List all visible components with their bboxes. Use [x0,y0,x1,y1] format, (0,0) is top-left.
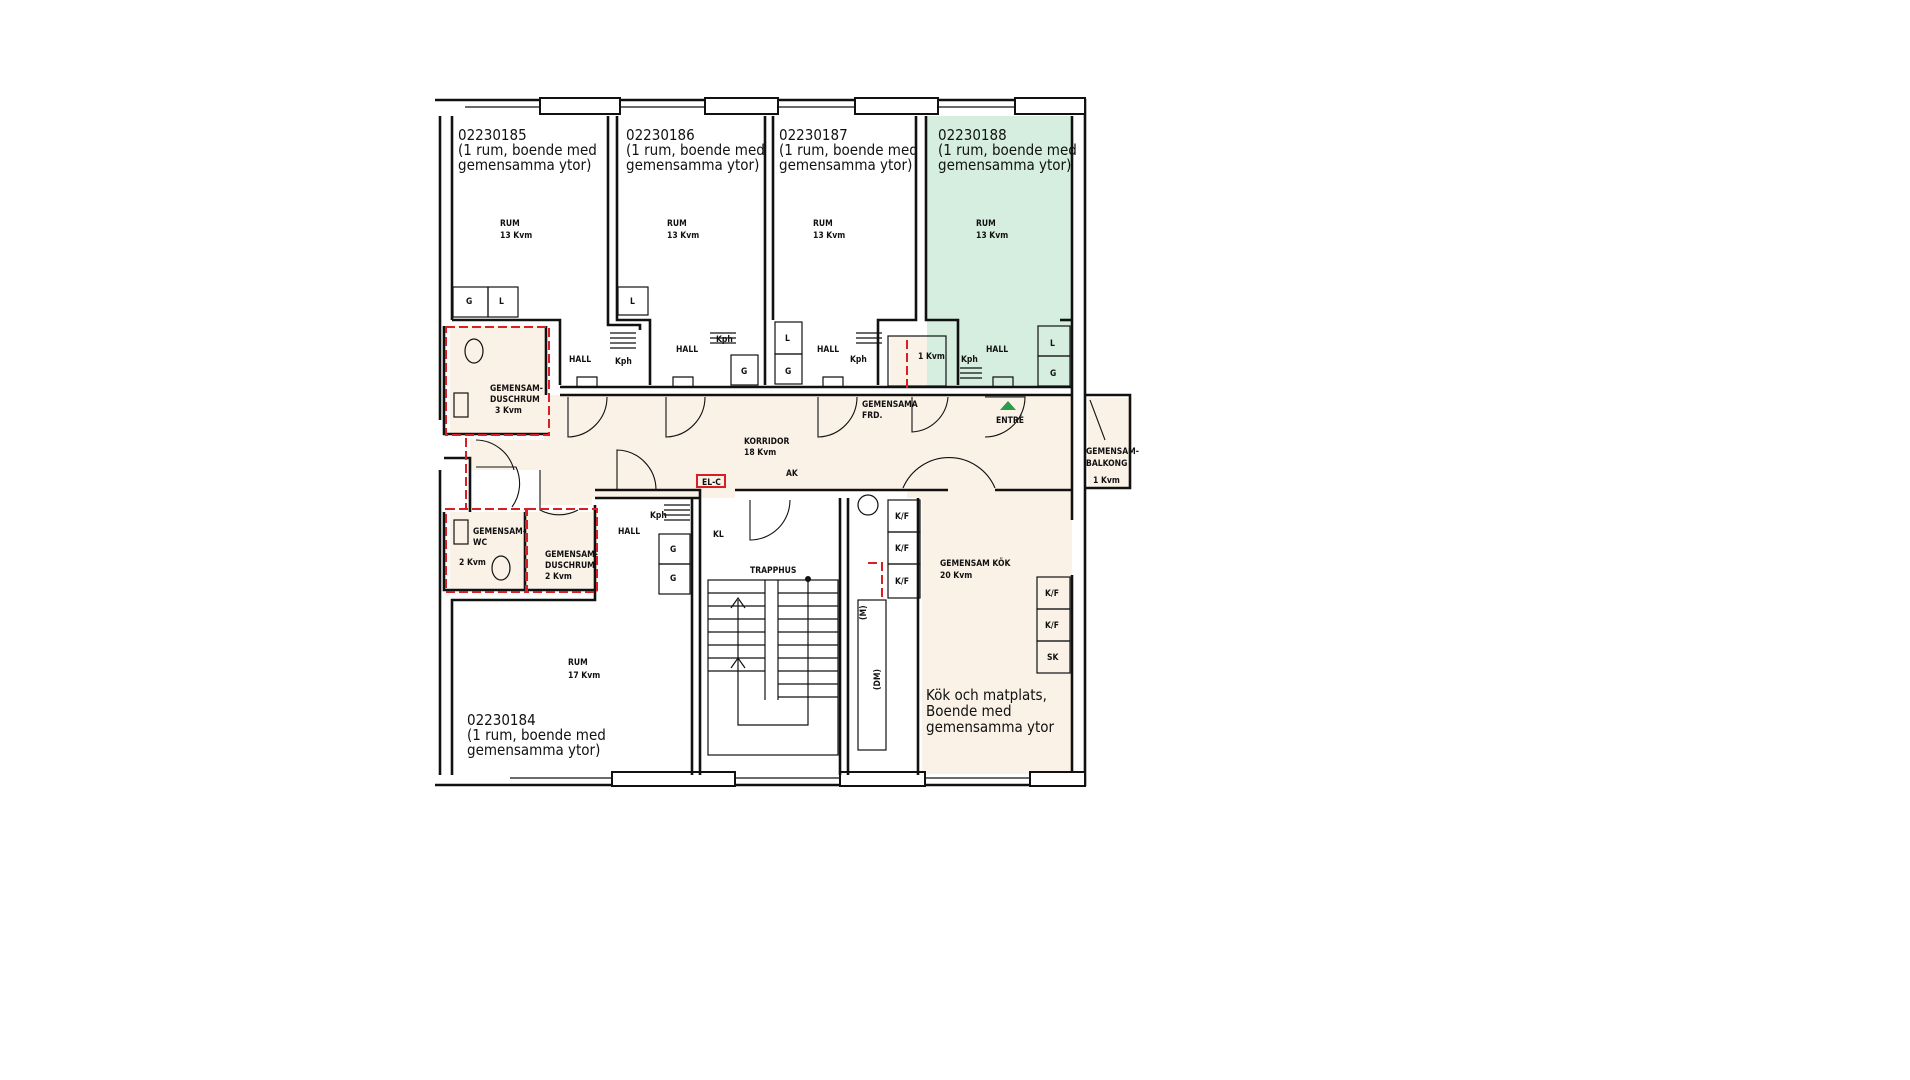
l-label-a: L [499,297,504,307]
room-area-c: 13 Kvm [813,231,845,241]
unit-desc1-187: (1 rum, boende med [779,141,918,159]
unit-desc1-184: (1 rum, boende med [467,726,606,744]
wet-room-outlines [445,326,908,598]
wc-l2: WC [473,538,487,548]
balkong-l1: GEMENSAM- [1086,447,1139,457]
wc-area: 2 Kvm [459,558,486,568]
g-label-e1: G [670,545,676,555]
room-labels: RUM 13 Kvm RUM 13 Kvm RUM 13 Kvm RUM 13 … [459,219,1139,681]
hall-label-d: HALL [986,345,1008,355]
room-name-e: RUM [568,658,588,668]
room-name-d: RUM [976,219,996,229]
g-label-b: G [741,367,747,377]
trapphus-name: TRAPPHUS [750,566,796,576]
kph-label-e: Kph [650,511,667,521]
hall-label-b: HALL [676,345,698,355]
kf-label-3: K/F [895,577,909,587]
room-area-a: 13 Kvm [500,231,532,241]
m-label: (M) [859,605,869,620]
kph-label-b: Kph [716,335,733,345]
room-name-a: RUM [500,219,520,229]
note-line-2: Boende med [926,702,1012,720]
kph-label-c: Kph [850,355,867,365]
kf-label-1: K/F [895,512,909,522]
dusch1-l2: DUSCHRUM [490,395,540,405]
frd-l2: FRD. [862,411,882,421]
unit-desc2-188: gemensamma ytor) [938,156,1071,174]
dm-label: (DM) [873,669,883,690]
closet-area: 1 Kvm [918,352,945,362]
ak-label: AK [786,469,799,479]
entrance-arrow-icon [1000,401,1016,410]
kok-area: 20 Kvm [940,571,972,581]
unit-desc2-186: gemensamma ytor) [626,156,759,174]
kitchen-note: Kök och matplats, Boende med gemensamma … [926,686,1055,736]
room-area-d: 13 Kvm [976,231,1008,241]
note-line-3: gemensamma ytor [926,718,1055,736]
g-label-a: G [466,297,472,307]
unit-desc2-185: gemensamma ytor) [458,156,591,174]
hall-label-c: HALL [817,345,839,355]
korridor-name: KORRIDOR [744,437,790,447]
korridor-area: 18 Kvm [744,448,776,458]
shared-area-fills [450,116,1130,774]
interior-walls [442,116,1132,775]
balkong-area: 1 Kvm [1093,476,1120,486]
wc-l1: GEMENSAM- [473,527,526,537]
kf-label-2: K/F [895,544,909,554]
dusch1-l1: GEMENSAM- [490,384,543,394]
hall-label-a: HALL [569,355,591,365]
unit-labels: 02230185 (1 rum, boende med gemensamma y… [458,126,1077,759]
fixtures [452,286,1071,751]
kph-label-a: Kph [615,357,632,367]
unit-desc2-184: gemensamma ytor) [467,741,600,759]
dusch2-l2: DUSCHRUM [545,561,595,571]
l-label-d: L [1050,339,1055,349]
l-label-c: L [785,334,790,344]
room-area-b: 13 Kvm [667,231,699,241]
unit-id-185: 02230185 [458,126,527,144]
dusch1-area: 3 Kvm [495,406,522,416]
unit-id-184: 02230184 [467,711,536,729]
dusch2-area: 2 Kvm [545,572,572,582]
sk-label: SK [1047,653,1060,663]
entre-label: ENTRÈ [996,414,1024,426]
unit-id-188: 02230188 [938,126,1007,144]
elc-label: EL-C [702,478,721,488]
hall-label-e: HALL [618,527,640,537]
g-label-c: G [785,367,791,377]
unit-desc1-185: (1 rum, boende med [458,141,597,159]
l-label-b: L [630,297,635,307]
kf-label-5: K/F [1045,621,1059,631]
dusch2-l1: GEMENSAM- [545,550,598,560]
fixture-labels: HALL HALL HALL HALL HALL Kph Kph Kph Kph… [466,297,1060,690]
room-name-c: RUM [813,219,833,229]
note-line-1: Kök och matplats, [926,686,1047,704]
kok-name: GEMENSAM KÖK [940,558,1011,569]
unit-id-187: 02230187 [779,126,848,144]
unit-desc1-186: (1 rum, boende med [626,141,765,159]
highlighted-unit-fill [927,116,1071,386]
frd-l1: GEMENSAMA [862,400,918,410]
unit-desc1-188: (1 rum, boende med [938,141,1077,159]
staircase[interactable] [707,576,839,756]
unit-desc2-187: gemensamma ytor) [779,156,912,174]
kf-label-4: K/F [1045,589,1059,599]
doors [475,396,1106,541]
unit-id-186: 02230186 [626,126,695,144]
room-area-e: 17 Kvm [568,671,600,681]
outer-walls [435,97,1087,787]
room-name-b: RUM [667,219,687,229]
balkong-l2: BALKONG [1086,459,1127,469]
g-label-d: G [1050,369,1056,379]
kl-label: KL [713,530,724,540]
kph-label-d: Kph [961,355,978,365]
g-label-e2: G [670,574,676,584]
